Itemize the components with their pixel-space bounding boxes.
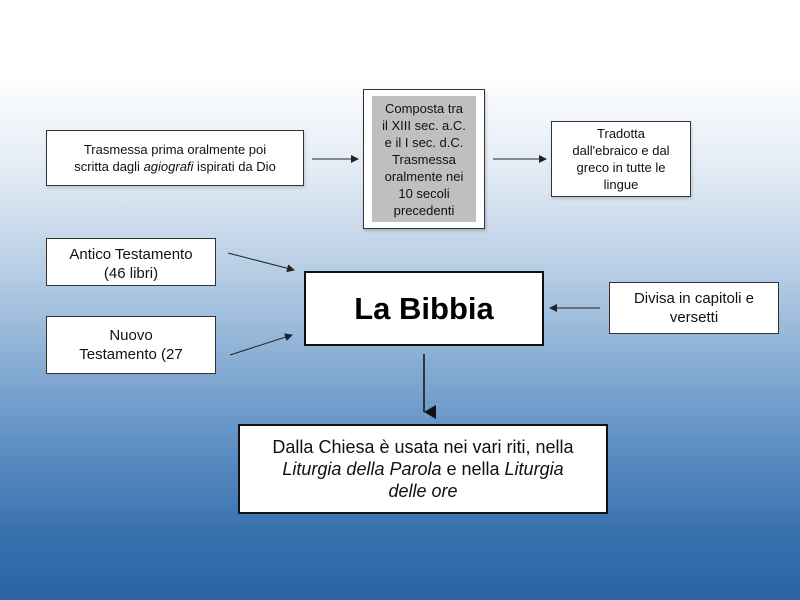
arrow-nuovo-to-bibbia <box>229 333 293 356</box>
tradotta-line-1: Tradotta <box>597 126 645 141</box>
chiesa-liturgia: Liturgia <box>504 459 564 479</box>
nuovo-line-1: Nuovo <box>109 327 153 344</box>
trasmessa-line-2-after: ispirati da Dio <box>193 159 276 174</box>
bibbia-title: La Bibbia <box>354 290 494 326</box>
chiesa-line-2-mid: e nella <box>441 459 505 479</box>
arrow-antico-to-bibbia <box>227 252 295 273</box>
box-composta: Composta tra il XIII sec. a.C. e il I se… <box>363 89 485 229</box>
composta-gray-panel: Composta tra il XIII sec. a.C. e il I se… <box>372 96 476 222</box>
divisa-line-2: versetti <box>669 309 719 326</box>
tradotta-line-3: greco in tutte le <box>576 160 666 175</box>
composta-line-1: Composta tra <box>384 100 464 116</box>
trasmessa-agiografi: agiografi <box>143 159 194 174</box>
nuovo-line-2: Testamento (27 <box>79 346 183 363</box>
tradotta-line-2: dall'ebraico e dal <box>572 143 670 158</box>
box-antico-testamento: Antico Testamento (46 libri) <box>46 238 216 286</box>
chiesa-liturgia-parola: Liturgia della Parola <box>282 459 442 479</box>
chiesa-line-3: delle ore <box>388 480 457 502</box>
tradotta-line-4: lingue <box>603 177 639 192</box>
box-nuovo-testamento: Nuovo Testamento (27 <box>46 316 216 374</box>
chiesa-line-2: Liturgia della Parola e nella Liturgia <box>282 458 563 480</box>
chiesa-delle-ore: delle ore <box>388 481 458 501</box>
box-chiesa: Dalla Chiesa è usata nei vari riti, nell… <box>238 424 608 514</box>
trasmessa-line-2-before: scritta dagli <box>74 159 144 174</box>
composta-line-4: Trasmessa <box>392 151 456 167</box>
box-tradotta: Tradotta dall'ebraico e dal greco in tut… <box>551 121 691 197</box>
trasmessa-line-1: Trasmessa prima oralmente poi <box>83 142 267 157</box>
box-divisa: Divisa in capitoli e versetti <box>609 282 779 334</box>
composta-line-2: il XIII sec. a.C. <box>382 117 466 133</box>
trasmessa-line-2: scritta dagli agiografi ispirati da Dio <box>74 158 276 175</box>
divisa-line-1: Divisa in capitoli e <box>633 290 755 307</box>
box-trasmessa: Trasmessa prima oralmente poi scritta da… <box>46 130 304 186</box>
chiesa-line-1: Dalla Chiesa è usata nei vari riti, nell… <box>272 437 574 457</box>
antico-line-2: (46 libri) <box>103 265 159 282</box>
composta-line-5: oralmente nei <box>384 168 464 184</box>
composta-line-6: 10 secoli <box>398 185 450 201</box>
box-la-bibbia: La Bibbia <box>304 271 544 346</box>
antico-line-1: Antico Testamento <box>69 246 193 263</box>
composta-line-3: e il I sec. d.C. <box>384 134 464 150</box>
composta-line-7: precedenti <box>393 202 455 218</box>
